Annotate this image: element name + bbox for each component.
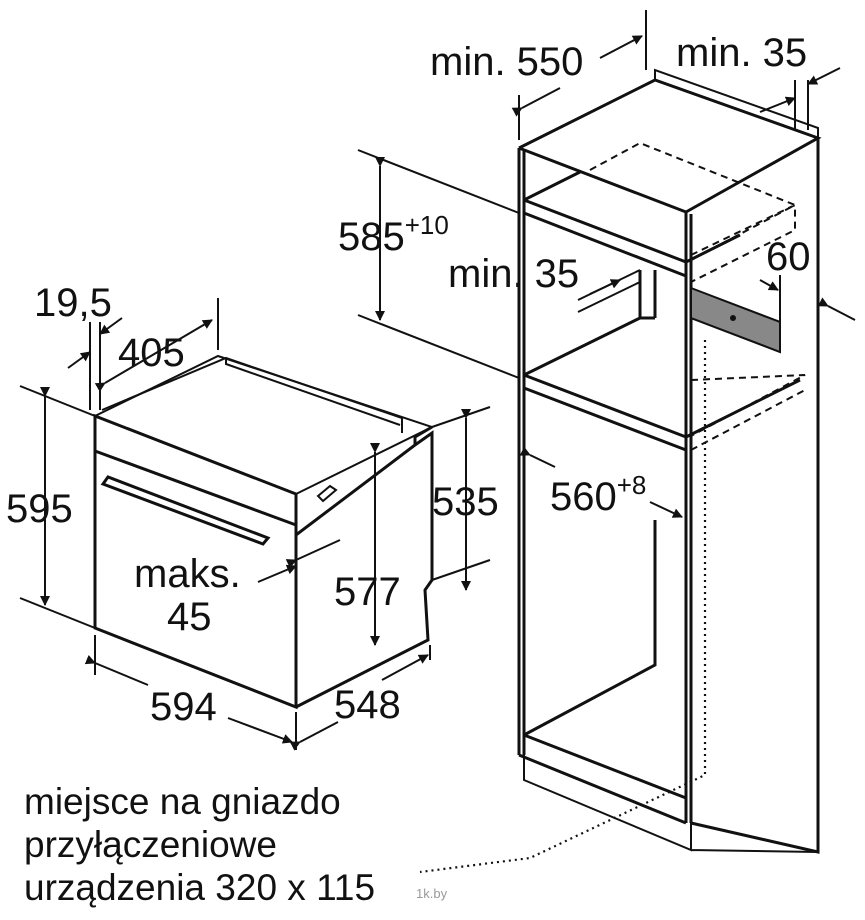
note-line-2: przyłączeniowe xyxy=(24,824,277,865)
label-585-value: 585 xyxy=(338,215,405,259)
label-45: 45 xyxy=(167,595,212,639)
cabinet-plinth xyxy=(523,755,819,853)
note-line-3: urządzenia 320 x 115 xyxy=(24,867,375,908)
label-min-550: min. 550 xyxy=(430,40,583,84)
cabinet-vent-slot xyxy=(690,286,781,354)
label-594: 594 xyxy=(150,685,217,729)
oven-side-hook xyxy=(316,484,338,503)
watermark: 1k.by xyxy=(416,886,448,901)
label-19-5: 19,5 xyxy=(34,281,112,325)
cabinet-drawing xyxy=(419,68,822,874)
label-min-35-top: min. 35 xyxy=(676,31,807,75)
label-560-tolerance: +8 xyxy=(617,470,647,500)
cabinet-back-divider xyxy=(638,270,657,318)
label-535: 535 xyxy=(432,480,499,524)
label-585-tolerance: +10 xyxy=(405,210,449,240)
oven-drawing xyxy=(93,354,435,710)
label-60: 60 xyxy=(766,235,811,279)
cabinet-bottom-shelf xyxy=(523,520,687,800)
cabinet-dimension-lines xyxy=(357,10,856,518)
label-min-35-inner: min. 35 xyxy=(448,252,579,296)
oven-door-handle xyxy=(100,475,271,546)
dimension-labels: 19,5 405 595 535 577 maks. 45 594 548 mi… xyxy=(6,31,811,729)
cabinet-hidden-edges xyxy=(589,141,806,451)
note-line-1: miejsce na gniazdo xyxy=(24,781,341,822)
socket-note: miejsce na gniazdo przyłączeniowe urządz… xyxy=(24,781,375,908)
cabinet-middle-shelf xyxy=(523,316,801,452)
oven-control-panel-line xyxy=(94,449,297,527)
oven-dimension-lines xyxy=(19,298,491,751)
label-595: 595 xyxy=(6,487,73,531)
label-577: 577 xyxy=(334,570,401,614)
socket-guide-line xyxy=(419,340,707,874)
cabinet-upper-shelf xyxy=(523,170,741,278)
label-585: 585+10 xyxy=(338,210,449,259)
label-560: 560+8 xyxy=(550,470,646,519)
label-548: 548 xyxy=(334,683,401,727)
label-maks: maks. xyxy=(134,552,241,596)
cabinet-top xyxy=(518,78,822,214)
oven-side-face xyxy=(294,425,434,709)
label-405: 405 xyxy=(118,331,185,375)
label-560-value: 560 xyxy=(550,475,617,519)
